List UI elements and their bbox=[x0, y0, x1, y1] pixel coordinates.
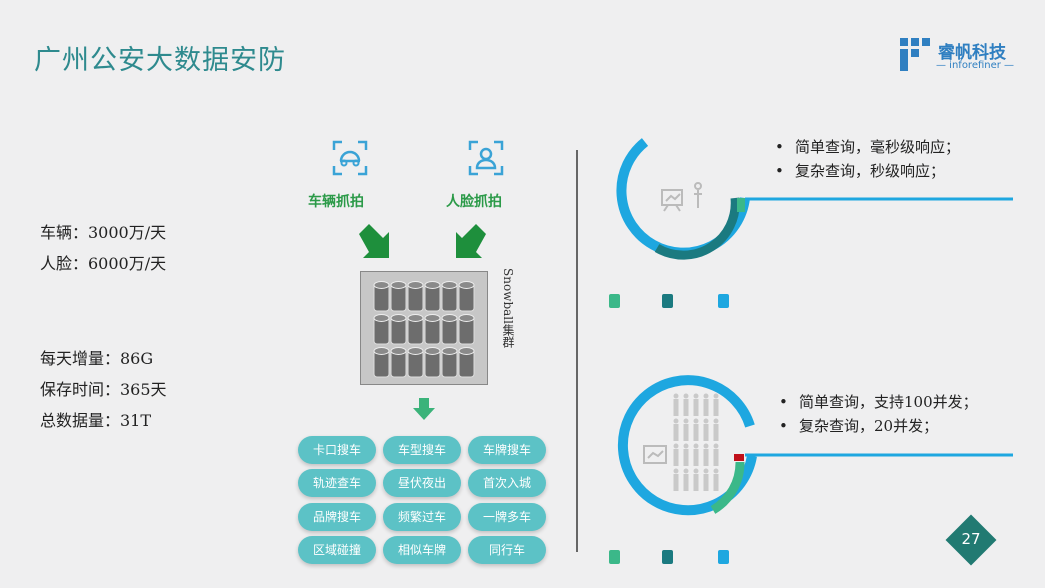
vehicle-capture-label: 车辆抓拍 bbox=[308, 194, 364, 210]
function-button[interactable]: 车牌搜车 bbox=[468, 436, 546, 464]
person-icon bbox=[693, 468, 699, 474]
person-icon bbox=[683, 443, 689, 449]
person-icon bbox=[703, 468, 709, 474]
legend-green bbox=[609, 294, 620, 308]
stat-total: 总数据量：31T bbox=[40, 411, 152, 430]
page-title: 广州公安大数据安防 bbox=[34, 45, 286, 76]
person-icon bbox=[673, 418, 679, 424]
list-item: •简单查询，支持100并发； bbox=[779, 393, 978, 411]
person-icon bbox=[673, 468, 679, 474]
legend-blue bbox=[718, 550, 729, 564]
legend-blue bbox=[718, 294, 729, 308]
ring-green bbox=[710, 461, 745, 514]
face-scan-icon bbox=[468, 140, 504, 176]
logo-subtitle: — inforefiner — bbox=[936, 60, 1015, 71]
latency-ring-chart bbox=[616, 138, 1013, 260]
list-item: •复杂查询，20并发； bbox=[779, 417, 939, 435]
person-icon bbox=[683, 393, 689, 399]
function-button[interactable]: 区域碰撞 bbox=[298, 536, 376, 564]
logo-icon bbox=[900, 38, 930, 71]
divider bbox=[576, 150, 578, 552]
page-number: 27 bbox=[961, 530, 981, 548]
arrow-down-icon bbox=[413, 398, 435, 420]
ring-teal bbox=[654, 197, 740, 260]
person-icon bbox=[703, 418, 709, 424]
function-button[interactable]: 车型搜车 bbox=[383, 436, 461, 464]
legend-green bbox=[609, 550, 620, 564]
capture-stats: 车辆：3000万/天 人脸：6000万/天 bbox=[40, 217, 166, 279]
person-icon bbox=[713, 418, 719, 424]
person-icon bbox=[683, 468, 689, 474]
person-icon bbox=[683, 418, 689, 424]
person-icon bbox=[703, 443, 709, 449]
function-button[interactable]: 首次入城 bbox=[468, 469, 546, 497]
stat-face: 人脸：6000万/天 bbox=[40, 254, 167, 273]
concurrency-list: •简单查询，支持100并发； •复杂查询，20并发； bbox=[779, 390, 978, 438]
function-button[interactable]: 频繁过车 bbox=[383, 503, 461, 531]
function-button[interactable]: 品牌搜车 bbox=[298, 503, 376, 531]
function-button[interactable]: 相似车牌 bbox=[383, 536, 461, 564]
person-icon bbox=[673, 443, 679, 449]
cluster-label: Snowball集群 bbox=[501, 268, 515, 348]
function-button[interactable]: 一牌多车 bbox=[468, 503, 546, 531]
function-button[interactable]: 昼伏夜出 bbox=[383, 469, 461, 497]
function-button[interactable]: 同行车 bbox=[468, 536, 546, 564]
person-icon bbox=[693, 443, 699, 449]
list-item: •复杂查询，秒级响应； bbox=[775, 162, 946, 180]
vehicle-scan-icon bbox=[332, 140, 368, 176]
face-capture-label: 人脸抓拍 bbox=[446, 194, 502, 210]
person-icon bbox=[693, 418, 699, 424]
logo-name: 睿帆科技 bbox=[938, 43, 1006, 63]
person-icon bbox=[703, 393, 709, 399]
function-button[interactable]: 轨迹查车 bbox=[298, 469, 376, 497]
presentation-icon bbox=[643, 445, 667, 464]
stat-retention: 保存时间：365天 bbox=[40, 380, 167, 399]
logo: 睿帆科技 — inforefiner — bbox=[900, 36, 1030, 76]
person-icon bbox=[693, 393, 699, 399]
arrow-down-left-icon bbox=[456, 224, 486, 258]
legend-teal bbox=[662, 550, 673, 564]
person-icon bbox=[673, 393, 679, 399]
ring-green bbox=[737, 198, 745, 212]
concurrency-ring-chart bbox=[617, 375, 1013, 516]
legend-teal bbox=[662, 294, 673, 308]
person-icon bbox=[713, 393, 719, 399]
ring-red bbox=[734, 454, 744, 461]
cluster-icon bbox=[360, 271, 488, 385]
person-icon bbox=[713, 468, 719, 474]
storage-stats: 每天增量：86G 保存时间：365天 总数据量：31T bbox=[40, 343, 167, 436]
people-icon bbox=[673, 393, 719, 491]
list-item: •简单查询，毫秒级响应； bbox=[775, 138, 961, 156]
person-icon bbox=[713, 443, 719, 449]
arrow-down-right-icon bbox=[359, 224, 389, 258]
function-button[interactable]: 卡口搜车 bbox=[298, 436, 376, 464]
stat-daily: 每天增量：86G bbox=[40, 349, 154, 368]
latency-list: •简单查询，毫秒级响应； •复杂查询，秒级响应； bbox=[775, 135, 960, 183]
presentation-icon bbox=[661, 182, 702, 212]
stat-vehicle: 车辆：3000万/天 bbox=[40, 223, 167, 242]
